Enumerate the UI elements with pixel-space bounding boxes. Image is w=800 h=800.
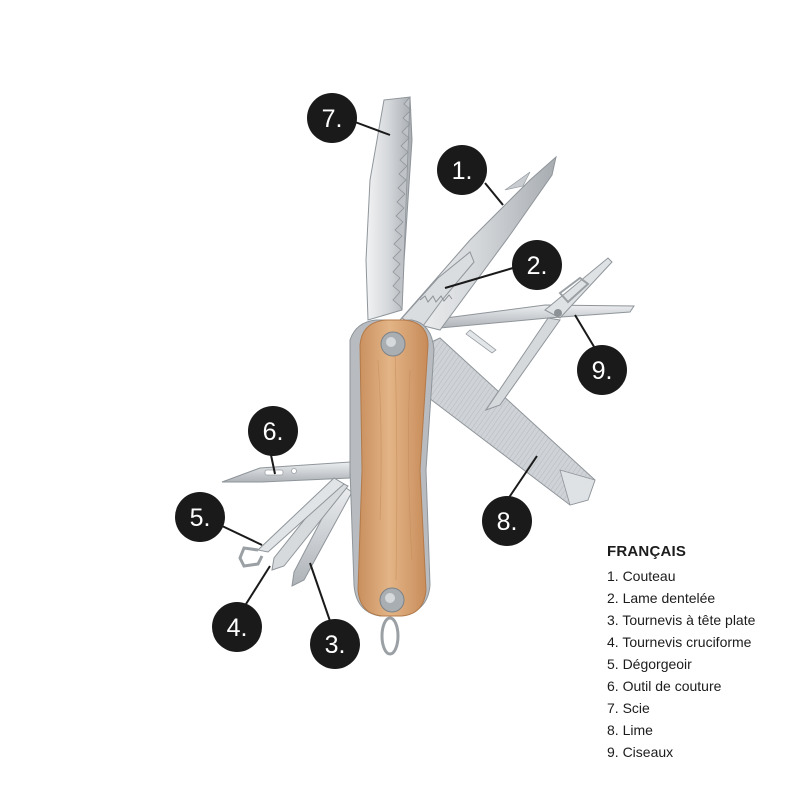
callout-badge-1: 1. — [437, 145, 487, 195]
leader-line-2 — [444, 267, 514, 289]
legend-item: 5. Dégorgeoir — [607, 656, 692, 672]
leader-line-1 — [484, 182, 504, 206]
leader-line-4 — [245, 565, 271, 605]
leader-line-9 — [574, 314, 597, 351]
file-blade — [424, 337, 596, 506]
svg-text:5.: 5. — [190, 504, 211, 532]
leader-line-8 — [507, 455, 538, 500]
callout-badge-2: 2. — [512, 240, 562, 290]
rivet-bottom — [379, 587, 405, 613]
callout-badge-5: 5. — [175, 492, 225, 542]
phillips-screwdriver — [271, 479, 349, 571]
key-ring — [380, 616, 400, 656]
leader-line-5 — [219, 524, 263, 546]
svg-text:2.: 2. — [527, 252, 548, 280]
legend-item: 9. Ciseaux — [607, 744, 674, 760]
svg-text:9.: 9. — [592, 357, 613, 385]
wooden-handle — [357, 319, 429, 617]
callout-badge-4: 4. — [212, 602, 262, 652]
legend: FRANÇAIS 1. Couteau 2. Lame dentelée 3. … — [607, 543, 792, 763]
legend-item: 6. Outil de couture — [607, 678, 722, 694]
legend-title: FRANÇAIS — [607, 543, 687, 560]
hook-disgorger — [238, 477, 345, 568]
callout-badge-9: 9. — [577, 345, 627, 395]
svg-text:6.: 6. — [263, 418, 284, 446]
rivet-top — [380, 331, 406, 357]
legend-item: 8. Lime — [607, 722, 653, 738]
seam-ripper — [221, 461, 351, 483]
flathead-screwdriver — [291, 483, 353, 587]
leader-line-7 — [354, 121, 391, 136]
svg-text:8.: 8. — [497, 508, 518, 536]
legend-item: 3. Tournevis à tête plate — [607, 612, 756, 628]
callout-badge-6: 6. — [248, 406, 298, 456]
svg-text:3.: 3. — [325, 631, 346, 659]
svg-text:4.: 4. — [227, 614, 248, 642]
callout-badge-7: 7. — [307, 93, 357, 143]
leader-line-3 — [309, 562, 331, 622]
callout-badge-8: 8. — [482, 496, 532, 546]
leader-line-6 — [270, 454, 276, 475]
legend-item: 2. Lame dentelée — [607, 590, 716, 606]
legend-item: 4. Tournevis cruciforme — [607, 634, 752, 650]
svg-text:1.: 1. — [452, 157, 473, 185]
svg-text:7.: 7. — [322, 105, 343, 133]
legend-item: 1. Couteau — [607, 568, 676, 584]
saw-blade — [365, 95, 413, 321]
legend-item: 7. Scie — [607, 700, 650, 716]
callout-badge-3: 3. — [310, 619, 360, 669]
